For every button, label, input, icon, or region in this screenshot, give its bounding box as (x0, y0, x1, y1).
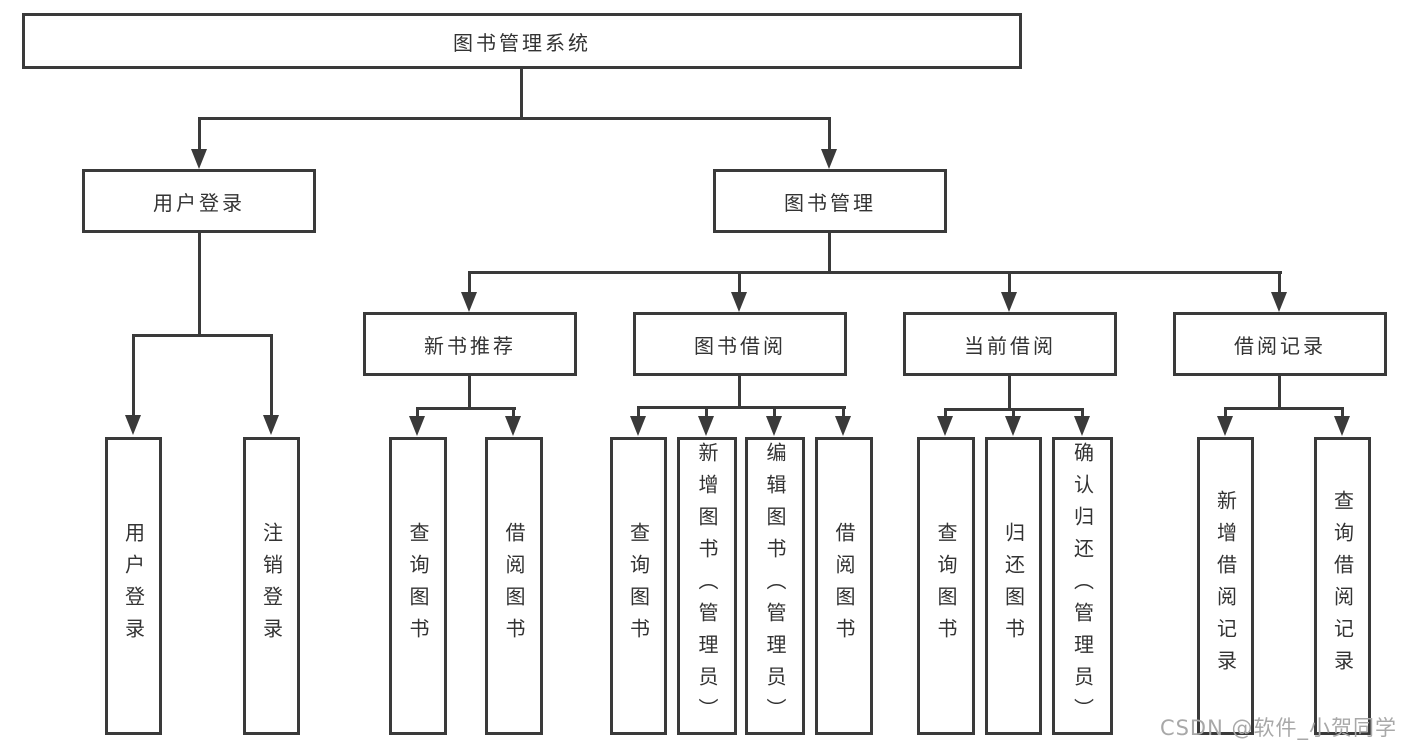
arrow-down-icon (1005, 416, 1021, 436)
connector-stem (738, 376, 741, 409)
connector-stem (198, 233, 201, 336)
node-current-borrowing: 当前借阅 (903, 312, 1117, 376)
connector-drop (738, 271, 741, 295)
arrow-down-icon (1271, 292, 1287, 312)
node-borrowing-records: 借阅记录 (1173, 312, 1387, 376)
connector-drop (1012, 408, 1015, 419)
leaf-borrow-books-recommend: 借阅图书 (485, 437, 543, 735)
arrow-down-icon (461, 292, 477, 312)
connector-drop (828, 117, 831, 151)
leaf-add-books-admin: 新增图书（管理员） (677, 437, 737, 735)
connector-rail (198, 117, 831, 120)
connector-drop (132, 334, 135, 418)
arrow-down-icon (505, 416, 521, 436)
node-library-management-system: 图书管理系统 (22, 13, 1022, 69)
arrow-down-icon (1217, 416, 1233, 436)
leaf-confirm-return-admin: 确认归还（管理员） (1052, 437, 1113, 735)
leaf-query-books-recommend: 查询图书 (389, 437, 447, 735)
arrow-down-icon (1334, 416, 1350, 436)
leaf-query-books-borrowing: 查询图书 (610, 437, 667, 735)
leaf-user-login: 用户登录 (105, 437, 162, 735)
leaf-borrow-books: 借阅图书 (815, 437, 873, 735)
arrow-down-icon (191, 149, 207, 169)
arrow-down-icon (731, 292, 747, 312)
csdn-watermark: CSDN @软件_小贺同学 (1159, 716, 1397, 740)
connector-drop (773, 406, 776, 419)
connector-drop (270, 334, 273, 418)
node-new-book-recommendation: 新书推荐 (363, 312, 577, 376)
arrow-down-icon (821, 149, 837, 169)
connector-drop (705, 406, 708, 419)
connector-rail (637, 406, 846, 409)
leaf-query-borrow-record: 查询借阅记录 (1314, 437, 1371, 735)
connector-drop (512, 407, 515, 419)
arrow-down-icon (263, 415, 279, 435)
connector-drop (1224, 407, 1227, 419)
connector-drop (1081, 408, 1084, 419)
arrow-down-icon (835, 416, 851, 436)
leaf-edit-books-admin: 编辑图书（管理员） (745, 437, 805, 735)
arrow-down-icon (698, 416, 714, 436)
connector-drop (468, 271, 471, 295)
connector-drop (842, 406, 845, 419)
connector-drop (1008, 271, 1011, 295)
connector-drop (1341, 407, 1344, 419)
connector-rail (416, 407, 516, 410)
leaf-add-borrow-record: 新增借阅记录 (1197, 437, 1254, 735)
arrow-down-icon (1001, 292, 1017, 312)
connector-drop (944, 408, 947, 419)
leaf-query-books-current: 查询图书 (917, 437, 975, 735)
arrow-down-icon (409, 416, 425, 436)
leaf-return-books: 归还图书 (985, 437, 1042, 735)
node-book-borrowing: 图书借阅 (633, 312, 847, 376)
leaf-logout: 注销登录 (243, 437, 300, 735)
connector-drop (1278, 271, 1281, 295)
node-user-login: 用户登录 (82, 169, 316, 233)
connector-stem (1008, 376, 1011, 411)
arrow-down-icon (125, 415, 141, 435)
connector-stem (520, 69, 523, 118)
node-book-management: 图书管理 (713, 169, 947, 233)
connector-drop (416, 407, 419, 419)
connector-rail (132, 334, 273, 337)
connector-rail (468, 271, 1282, 274)
connector-stem (1278, 376, 1281, 410)
connector-stem (468, 376, 471, 410)
connector-rail (1224, 407, 1344, 410)
arrow-down-icon (937, 416, 953, 436)
connector-stem (828, 233, 831, 273)
connector-drop (198, 117, 201, 151)
arrow-down-icon (630, 416, 646, 436)
arrow-down-icon (766, 416, 782, 436)
arrow-down-icon (1074, 416, 1090, 436)
connector-drop (637, 406, 640, 419)
